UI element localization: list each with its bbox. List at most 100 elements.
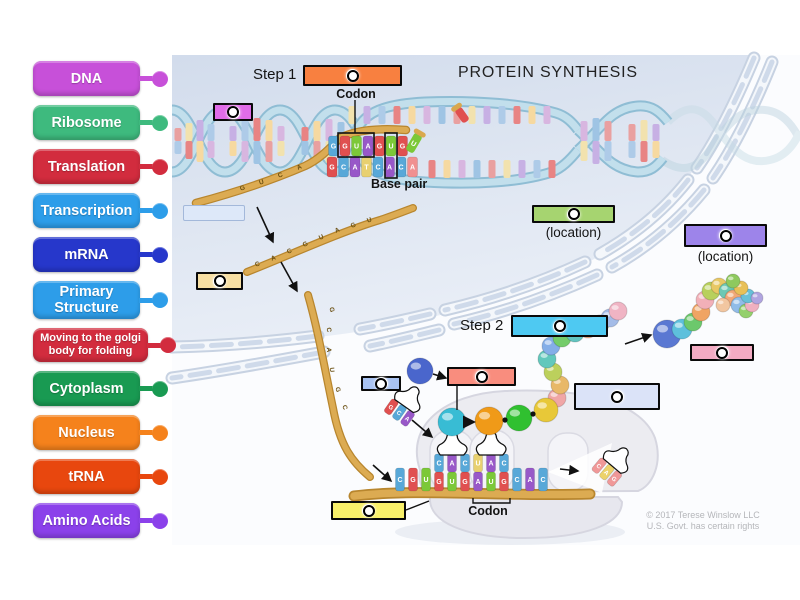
pill-connector-dot xyxy=(152,292,168,308)
svg-text:A: A xyxy=(475,479,480,486)
drop-target-icon xyxy=(374,377,388,390)
copyright-notice: © 2017 Terese Winslow LLC U.S. Govt. has… xyxy=(618,510,788,531)
svg-text:A: A xyxy=(527,477,532,484)
nuclear-envelope xyxy=(165,51,779,385)
free-trna: GCA xyxy=(384,386,421,427)
pill-connector-stem xyxy=(139,164,153,169)
svg-text:U: U xyxy=(366,216,373,224)
mrna-bottom-zone[interactable] xyxy=(331,501,406,520)
svg-text:G: G xyxy=(462,479,468,486)
blank-label-box xyxy=(183,205,245,221)
flow-arrows xyxy=(256,206,653,483)
svg-text:T: T xyxy=(364,165,369,172)
svg-text:A: A xyxy=(296,163,303,171)
label-pill-dna[interactable]: DNA xyxy=(33,61,168,96)
copyright-line1: © 2017 Terese Winslow LLC xyxy=(646,510,760,520)
svg-text:C: C xyxy=(436,461,441,468)
label-pill-mrna[interactable]: mRNA xyxy=(33,237,168,272)
trna-zone[interactable] xyxy=(361,376,401,391)
label-pill-trna[interactable]: tRNA xyxy=(33,459,168,494)
pill-label: Moving to the golgi body for folding xyxy=(40,332,141,357)
svg-text:U: U xyxy=(475,461,480,468)
svg-text:G: G xyxy=(328,307,336,313)
chain-zone[interactable] xyxy=(574,383,660,410)
label-pill-transcription[interactable]: Transcription xyxy=(33,193,168,228)
svg-text:C: C xyxy=(462,461,467,468)
location-caption: (location) xyxy=(697,249,754,264)
step2-answer-zone[interactable] xyxy=(511,315,608,337)
pill-connector-stem xyxy=(139,120,153,125)
label-pill-amino-acids[interactable]: Amino Acids xyxy=(33,503,168,538)
ribosome-zone[interactable] xyxy=(447,367,516,386)
svg-text:G: G xyxy=(329,165,335,172)
svg-text:A: A xyxy=(602,470,610,478)
label-pill-nucleus[interactable]: Nucleus xyxy=(33,415,168,450)
svg-text:U: U xyxy=(449,479,454,486)
mrna-zone[interactable] xyxy=(196,272,243,290)
label-pill-ribosome[interactable]: Ribosome xyxy=(33,105,168,140)
location-caption: (location) xyxy=(545,225,602,240)
svg-text:G: G xyxy=(239,185,246,193)
cytoplasm-location-zone[interactable]: (location) xyxy=(684,224,767,264)
drop-target-icon xyxy=(346,69,359,82)
pill-connector-stem xyxy=(147,342,161,348)
svg-text:A: A xyxy=(365,144,370,151)
connectors xyxy=(354,100,458,511)
nucleus-location-zone[interactable]: (location) xyxy=(532,205,615,240)
svg-text:C: C xyxy=(340,404,348,411)
svg-text:U: U xyxy=(354,144,359,151)
svg-text:U: U xyxy=(409,140,417,149)
drop-target-ring xyxy=(346,69,359,82)
pill-label: Transcription xyxy=(40,202,133,219)
free-rna-nucleotide: U xyxy=(406,128,426,153)
svg-text:U: U xyxy=(258,178,265,186)
pill-connector-dot xyxy=(152,70,168,87)
drop-target-icon xyxy=(362,504,375,517)
svg-text:G: G xyxy=(350,221,357,229)
drop-target-ring xyxy=(375,377,387,390)
pill-connector-stem xyxy=(139,430,153,435)
pill-label: Amino Acids xyxy=(42,512,131,529)
step1-answer-zone[interactable] xyxy=(303,65,402,86)
svg-text:C: C xyxy=(398,165,403,172)
svg-text:C: C xyxy=(514,477,519,484)
label-pill-primary-structure[interactable]: Primary Structure xyxy=(33,281,168,319)
drop-target-icon xyxy=(715,346,729,359)
drop-target-icon xyxy=(226,105,240,119)
step1-label: Step 1 xyxy=(253,66,297,83)
dna-zone[interactable] xyxy=(213,103,253,121)
svg-text:C: C xyxy=(540,477,545,484)
pill-connector-dot xyxy=(152,424,168,441)
codon-label-bottom: Codon xyxy=(468,504,508,518)
pill-connector-stem xyxy=(139,208,153,213)
drop-target-ring xyxy=(553,320,566,332)
free-dna-nucleotide xyxy=(451,102,469,123)
svg-text:G: G xyxy=(410,477,416,484)
svg-text:U: U xyxy=(328,367,335,373)
pill-label: Cytoplasm xyxy=(49,380,124,397)
svg-text:G: G xyxy=(334,386,342,392)
pill-connector-dot xyxy=(152,202,168,219)
drop-target-ring xyxy=(475,370,488,383)
svg-text:C: C xyxy=(286,247,293,255)
pill-connector-stem xyxy=(139,297,153,303)
svg-text:G: G xyxy=(302,240,309,248)
pill-connector-stem xyxy=(139,474,153,479)
protein-zone[interactable] xyxy=(690,344,754,361)
codon-bracket xyxy=(472,498,511,504)
svg-text:A: A xyxy=(449,461,454,468)
drop-target-icon xyxy=(553,319,566,333)
faded-dna-helix xyxy=(659,105,800,172)
svg-text:C: C xyxy=(325,327,332,333)
svg-text:A: A xyxy=(488,461,493,468)
label-pill-moving-to-the-golgi-body-for-folding[interactable]: Moving to the golgi body for folding xyxy=(33,328,176,362)
svg-text:A: A xyxy=(325,347,332,352)
drop-target-ring xyxy=(719,229,732,242)
pill-label: mRNA xyxy=(64,246,109,263)
label-pill-cytoplasm[interactable]: Cytoplasm xyxy=(33,371,168,406)
label-pill-translation[interactable]: Translation xyxy=(33,149,168,184)
svg-text:C: C xyxy=(595,463,603,471)
drop-target-icon xyxy=(213,274,226,288)
